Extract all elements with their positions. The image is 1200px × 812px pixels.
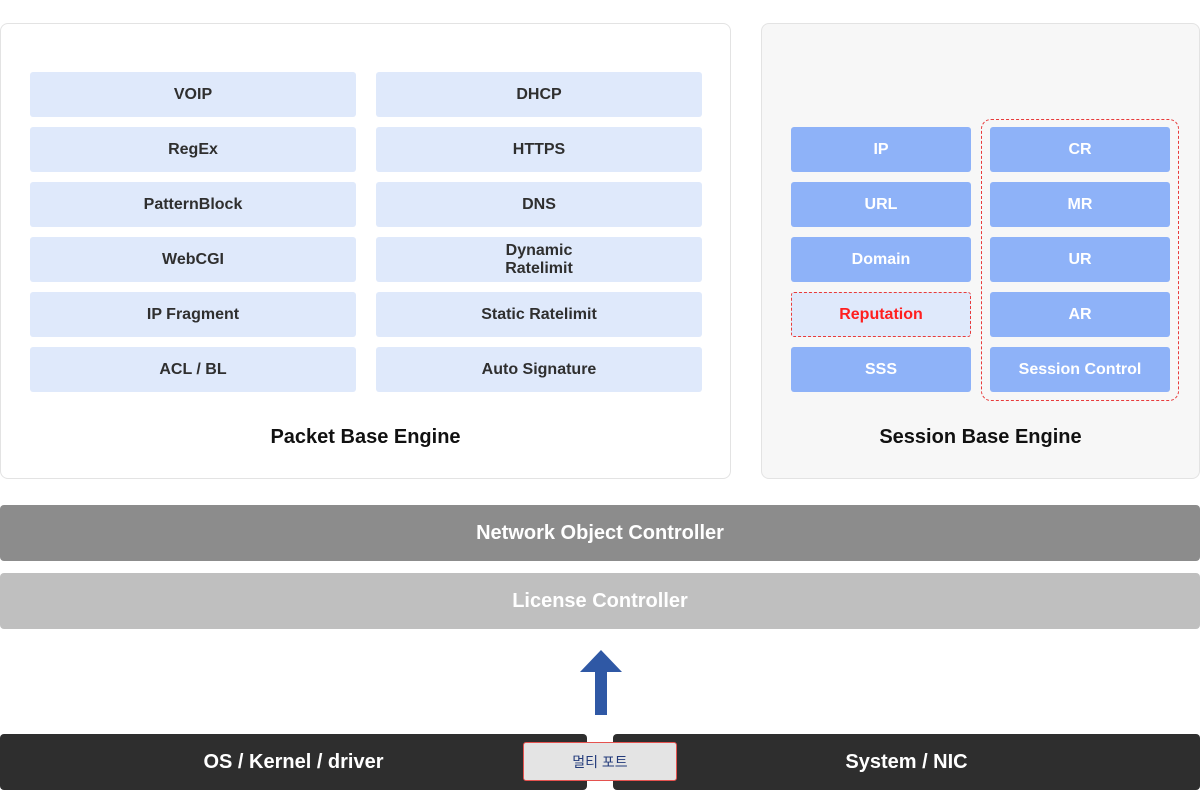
packet-item-dns: DNS [376,182,702,227]
packet-item-voip: VOIP [30,72,356,117]
up-arrow-icon [580,650,622,715]
session-item-sss: SSS [791,347,971,392]
session-base-engine-label: Session Base Engine [879,426,1082,448]
session-item-cr: CR [990,127,1170,172]
packet-item-acl-bl: ACL / BL [30,347,356,392]
packet-item-patternblock: PatternBlock [30,182,356,227]
packet-item-regex: RegEx [30,127,356,172]
packet-item-webcgi: WebCGI [30,237,356,282]
session-control-group-outline [981,119,1179,401]
os-kernel-driver-bar: OS / Kernel / driver [0,734,587,790]
session-item-domain: Domain [791,237,971,282]
packet-item-dynamic-ratelimit: Dynamic Ratelimit [376,237,702,282]
network-object-controller-bar: Network Object Controller [0,505,1200,561]
session-item-url: URL [791,182,971,227]
session-item-ip: IP [791,127,971,172]
system-nic-bar: System / NIC [613,734,1200,790]
session-item-ur: UR [990,237,1170,282]
license-controller-bar: License Controller [0,573,1200,629]
packet-item-dhcp: DHCP [376,72,702,117]
packet-base-engine-label: Packet Base Engine [270,426,461,448]
packet-item-https: HTTPS [376,127,702,172]
session-item-reputation: Reputation [791,292,971,337]
session-item-mr: MR [990,182,1170,227]
session-item-session-control: Session Control [990,347,1170,392]
packet-item-auto-signature: Auto Signature [376,347,702,392]
multi-port-box: 멀티 포트 [523,742,677,781]
packet-item-ip-fragment: IP Fragment [30,292,356,337]
packet-item-static-ratelimit: Static Ratelimit [376,292,702,337]
session-item-ar: AR [990,292,1170,337]
